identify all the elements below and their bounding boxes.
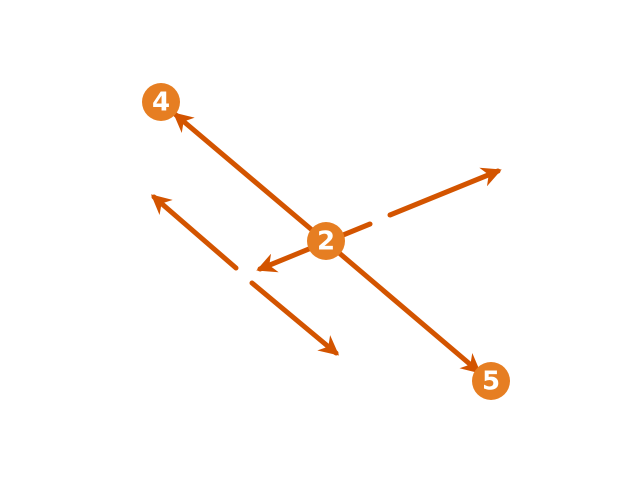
loose-edge-upper-segment xyxy=(150,194,239,271)
loose-edge-lower-segment xyxy=(249,280,340,356)
node-2-label: 2 xyxy=(317,227,335,257)
node-2: 2 xyxy=(307,222,345,260)
node-4-label: 4 xyxy=(152,88,170,118)
node-5: 5 xyxy=(472,362,510,400)
edge-2-to-4 xyxy=(172,112,315,233)
edge-2-to-5 xyxy=(335,249,482,374)
node-2-circle xyxy=(307,222,345,260)
node-5-circle xyxy=(472,362,510,400)
node-4-circle xyxy=(142,83,180,121)
edge-2-right-segment xyxy=(387,167,502,218)
node-4: 4 xyxy=(142,83,180,121)
node-5-label: 5 xyxy=(482,367,500,397)
